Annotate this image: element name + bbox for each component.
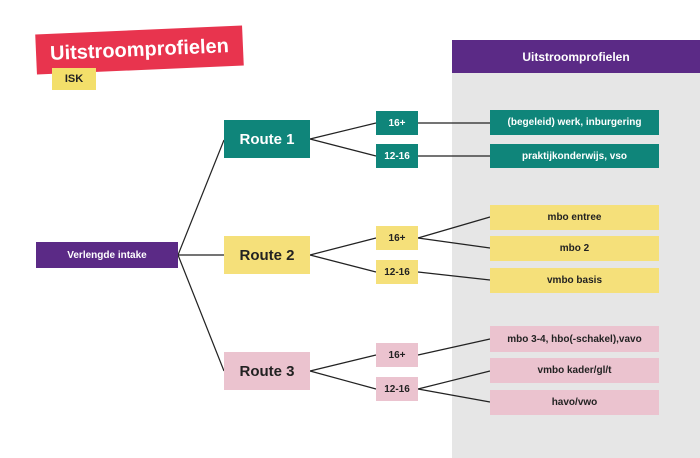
connector-route1-12-16 xyxy=(309,138,377,157)
panel-header: Uitstroomprofielen xyxy=(452,40,700,73)
route-3-node: Route 3 xyxy=(224,352,310,390)
connector-r2-16plus-out1 xyxy=(417,216,491,239)
connector-intake-route3 xyxy=(177,254,225,372)
route-1-outcome-1: (begeleid) werk, inburgering xyxy=(490,110,659,135)
route-1-outcome-2: praktijkonderwijs, vso xyxy=(490,144,659,168)
route-1-node: Route 1 xyxy=(224,120,310,158)
connector-r3-12-16-out2 xyxy=(417,370,491,390)
intake-node: Verlengde intake xyxy=(36,242,178,268)
route-2-outcome-1: mbo entree xyxy=(490,205,659,230)
connector-route2-12-16 xyxy=(309,254,377,273)
route-2-age-12-16: 12-16 xyxy=(376,260,418,284)
route-3-outcome-1: mbo 3-4, hbo(-schakel),vavo xyxy=(490,326,659,352)
route-2-age-16plus: 16+ xyxy=(376,226,418,250)
route-1-age-12-16: 12-16 xyxy=(376,144,418,168)
subtitle-badge: ISK xyxy=(52,68,96,90)
connector-intake-route1 xyxy=(177,139,225,256)
connector-route3-12-16 xyxy=(309,370,377,390)
connector-r2-12-16-out3 xyxy=(417,271,491,281)
route-3-outcome-3: havo/vwo xyxy=(490,390,659,415)
connector-r2-16plus-out2 xyxy=(417,237,491,249)
connector-r3-12-16-out3 xyxy=(417,388,491,403)
route-2-outcome-3: vmbo basis xyxy=(490,268,659,293)
route-3-outcome-2: vmbo kader/gl/t xyxy=(490,358,659,383)
route-3-age-16plus: 16+ xyxy=(376,343,418,367)
connector-route3-16plus xyxy=(309,354,377,372)
route-3-age-12-16: 12-16 xyxy=(376,377,418,401)
route-2-node: Route 2 xyxy=(224,236,310,274)
route-1-age-16plus: 16+ xyxy=(376,111,418,135)
connector-route1-16plus xyxy=(309,122,377,140)
connector-r3-16plus-out1 xyxy=(417,338,491,356)
route-2-outcome-2: mbo 2 xyxy=(490,236,659,261)
connector-route2-16plus xyxy=(309,237,377,256)
